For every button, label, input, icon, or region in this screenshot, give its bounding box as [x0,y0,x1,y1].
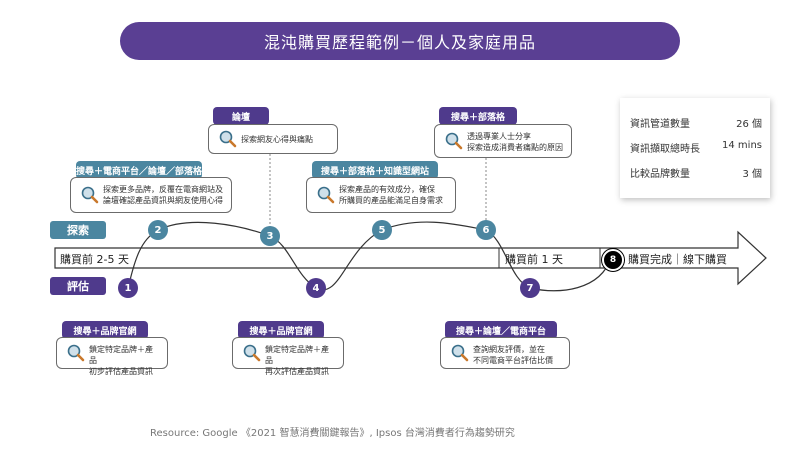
step-5-line-2: 所購買的產品能滿足自身需求 [339,196,443,205]
stat-value: 26 個 [736,119,762,130]
node-8: 8 [602,249,624,271]
node-4: 4 [306,278,326,298]
step-4-card: 鎖定特定品牌＋產品 再次評估產品資訊 [232,337,344,376]
lane-label-explore: 探索 [50,221,106,239]
magnifier-icon [451,344,469,362]
timeline-arrow [54,230,767,286]
page-title: 混沌購買歷程範例－個人及家庭用品 [120,22,680,60]
step-3-card: 探索網友心得與痛點 [208,124,338,154]
stat-value: 3 個 [742,169,762,180]
source-note: Resource: Google 《2021 智慧消費關鍵報告》, Ipsos … [150,428,515,439]
step-6-line-1: 透過專業人士分享 [467,132,531,141]
step-7-line-1: 查詢網友評價，並在 [473,345,545,354]
step-6-tag: 搜尋＋部落格 [439,107,517,125]
axis-end-label: 購買完成｜線下購買 [628,253,727,266]
step-3-tag: 論壇 [213,107,269,125]
step-2-tag: 搜尋＋電商平台／論壇／部落格 [76,161,202,179]
step-1-card: 鎖定特定品牌＋產品 初步評估產品資訊 [56,337,168,376]
stats-panel: 資訊管道數量 26 個 資訊擷取總時長 14 mins 比較品牌數量 3 個 [620,98,770,198]
step-2-line-1: 探索更多品牌，反覆在電商網站及 [103,185,223,194]
magnifier-icon [219,130,237,148]
step-4-line-1: 鎖定特定品牌＋產品 [265,345,329,365]
step-5-tag: 搜尋＋部落格＋知識型網站 [312,161,438,179]
step-3-line-1: 探索網友心得與痛點 [241,135,313,144]
step-2-line-2: 論壇確認產品資訊與網友使用心得 [103,196,223,205]
node-1: 1 [118,278,138,298]
step-6-line-2: 探索造成消費者痛點的原因 [467,143,563,152]
stat-value: 14 mins [722,140,762,151]
node-3: 3 [260,226,280,246]
stat-label: 資訊管道數量 [630,119,690,130]
axis-mid-label: 購買前 1 天 [505,253,563,266]
step-4-line-2: 再次評估產品資訊 [265,367,329,376]
stat-label: 資訊擷取總時長 [630,144,700,155]
node-5: 5 [372,220,392,240]
stat-channel-count: 資訊管道數量 26 個 [630,115,762,130]
magnifier-icon [67,344,85,362]
step-6-card: 透過專業人士分享 探索造成消費者痛點的原因 [434,124,572,158]
step-2-card: 探索更多品牌，反覆在電商網站及 論壇確認產品資訊與網友使用心得 [70,177,232,213]
step-1-tag: 搜尋＋品牌官網 [62,321,148,339]
step-1-line-2: 初步評估產品資訊 [89,367,153,376]
stat-label: 比較品牌數量 [630,169,690,180]
node-6: 6 [476,220,496,240]
node-2: 2 [148,220,168,240]
magnifier-icon [243,344,261,362]
node-7: 7 [520,278,540,298]
step-1-line-1: 鎖定特定品牌＋產品 [89,345,153,365]
step-7-tag: 搜尋＋論壇／電商平台 [445,321,557,339]
stat-total-time: 資訊擷取總時長 14 mins [630,140,762,155]
magnifier-icon [81,186,99,204]
step-4-tag: 搜尋＋品牌官網 [238,321,324,339]
lane-label-evaluate: 評估 [50,277,106,295]
axis-start-label: 購買前 2-5 天 [60,253,129,266]
step-5-card: 探索產品的有效成分，確保 所購買的產品能滿足自身需求 [306,177,456,213]
step-7-card: 查詢網友評價，並在 不同電商平台評估比價 [440,337,570,369]
magnifier-icon [317,186,335,204]
stat-brand-count: 比較品牌數量 3 個 [630,165,762,180]
magnifier-icon [445,132,463,150]
step-5-line-1: 探索產品的有效成分，確保 [339,185,435,194]
step-7-line-2: 不同電商平台評估比價 [473,356,553,365]
